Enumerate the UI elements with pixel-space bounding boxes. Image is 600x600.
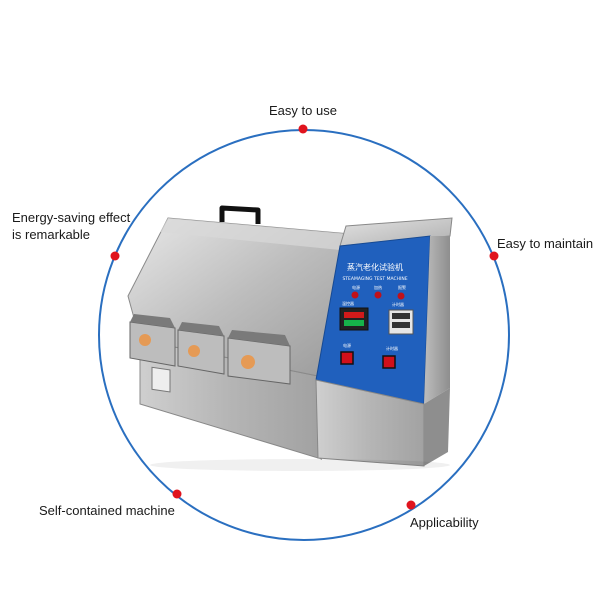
dot-top xyxy=(298,124,308,134)
feature-label-energy-saving: Energy-saving effect is remarkable xyxy=(12,210,131,242)
indicator-lamps: 电源 加热 报警 xyxy=(351,284,406,300)
feature-label-self-contained: Self-contained machine xyxy=(39,503,175,518)
feature-label-easy-to-use: Easy to use xyxy=(269,103,337,118)
panel-title-en: STEAMAGING TEST MACHINE xyxy=(342,276,407,282)
svg-text:电源: 电源 xyxy=(343,342,351,348)
feature-label-applicability: Applicability xyxy=(410,515,479,530)
svg-text:加热: 加热 xyxy=(374,284,382,290)
svg-text:计时器: 计时器 xyxy=(386,345,398,351)
dot-right xyxy=(489,251,499,261)
panel-title-cn: 蒸汽老化试验机 xyxy=(347,262,403,272)
drawer-3 xyxy=(227,330,291,385)
svg-text:温控器: 温控器 xyxy=(342,300,354,306)
steam-aging-machine: 蒸汽老化试验机 STEAMAGING TEST MACHINE 电源 加热 报警… xyxy=(127,205,453,471)
drawer-2 xyxy=(177,322,225,375)
switches: 电源 计时器 xyxy=(340,342,398,369)
svg-text:计时器: 计时器 xyxy=(392,301,404,307)
feature-label-easy-to-maintain: Easy to maintain xyxy=(497,236,594,251)
dot-bottom-right xyxy=(406,500,416,510)
dot-left xyxy=(110,251,120,261)
svg-text:电源: 电源 xyxy=(352,284,360,290)
controllers: 温控器 计时器 xyxy=(339,300,414,335)
svg-text:报警: 报警 xyxy=(398,284,406,290)
drawer-1 xyxy=(129,314,176,367)
feature-dots xyxy=(110,124,499,510)
dot-bottom-left xyxy=(172,489,182,499)
